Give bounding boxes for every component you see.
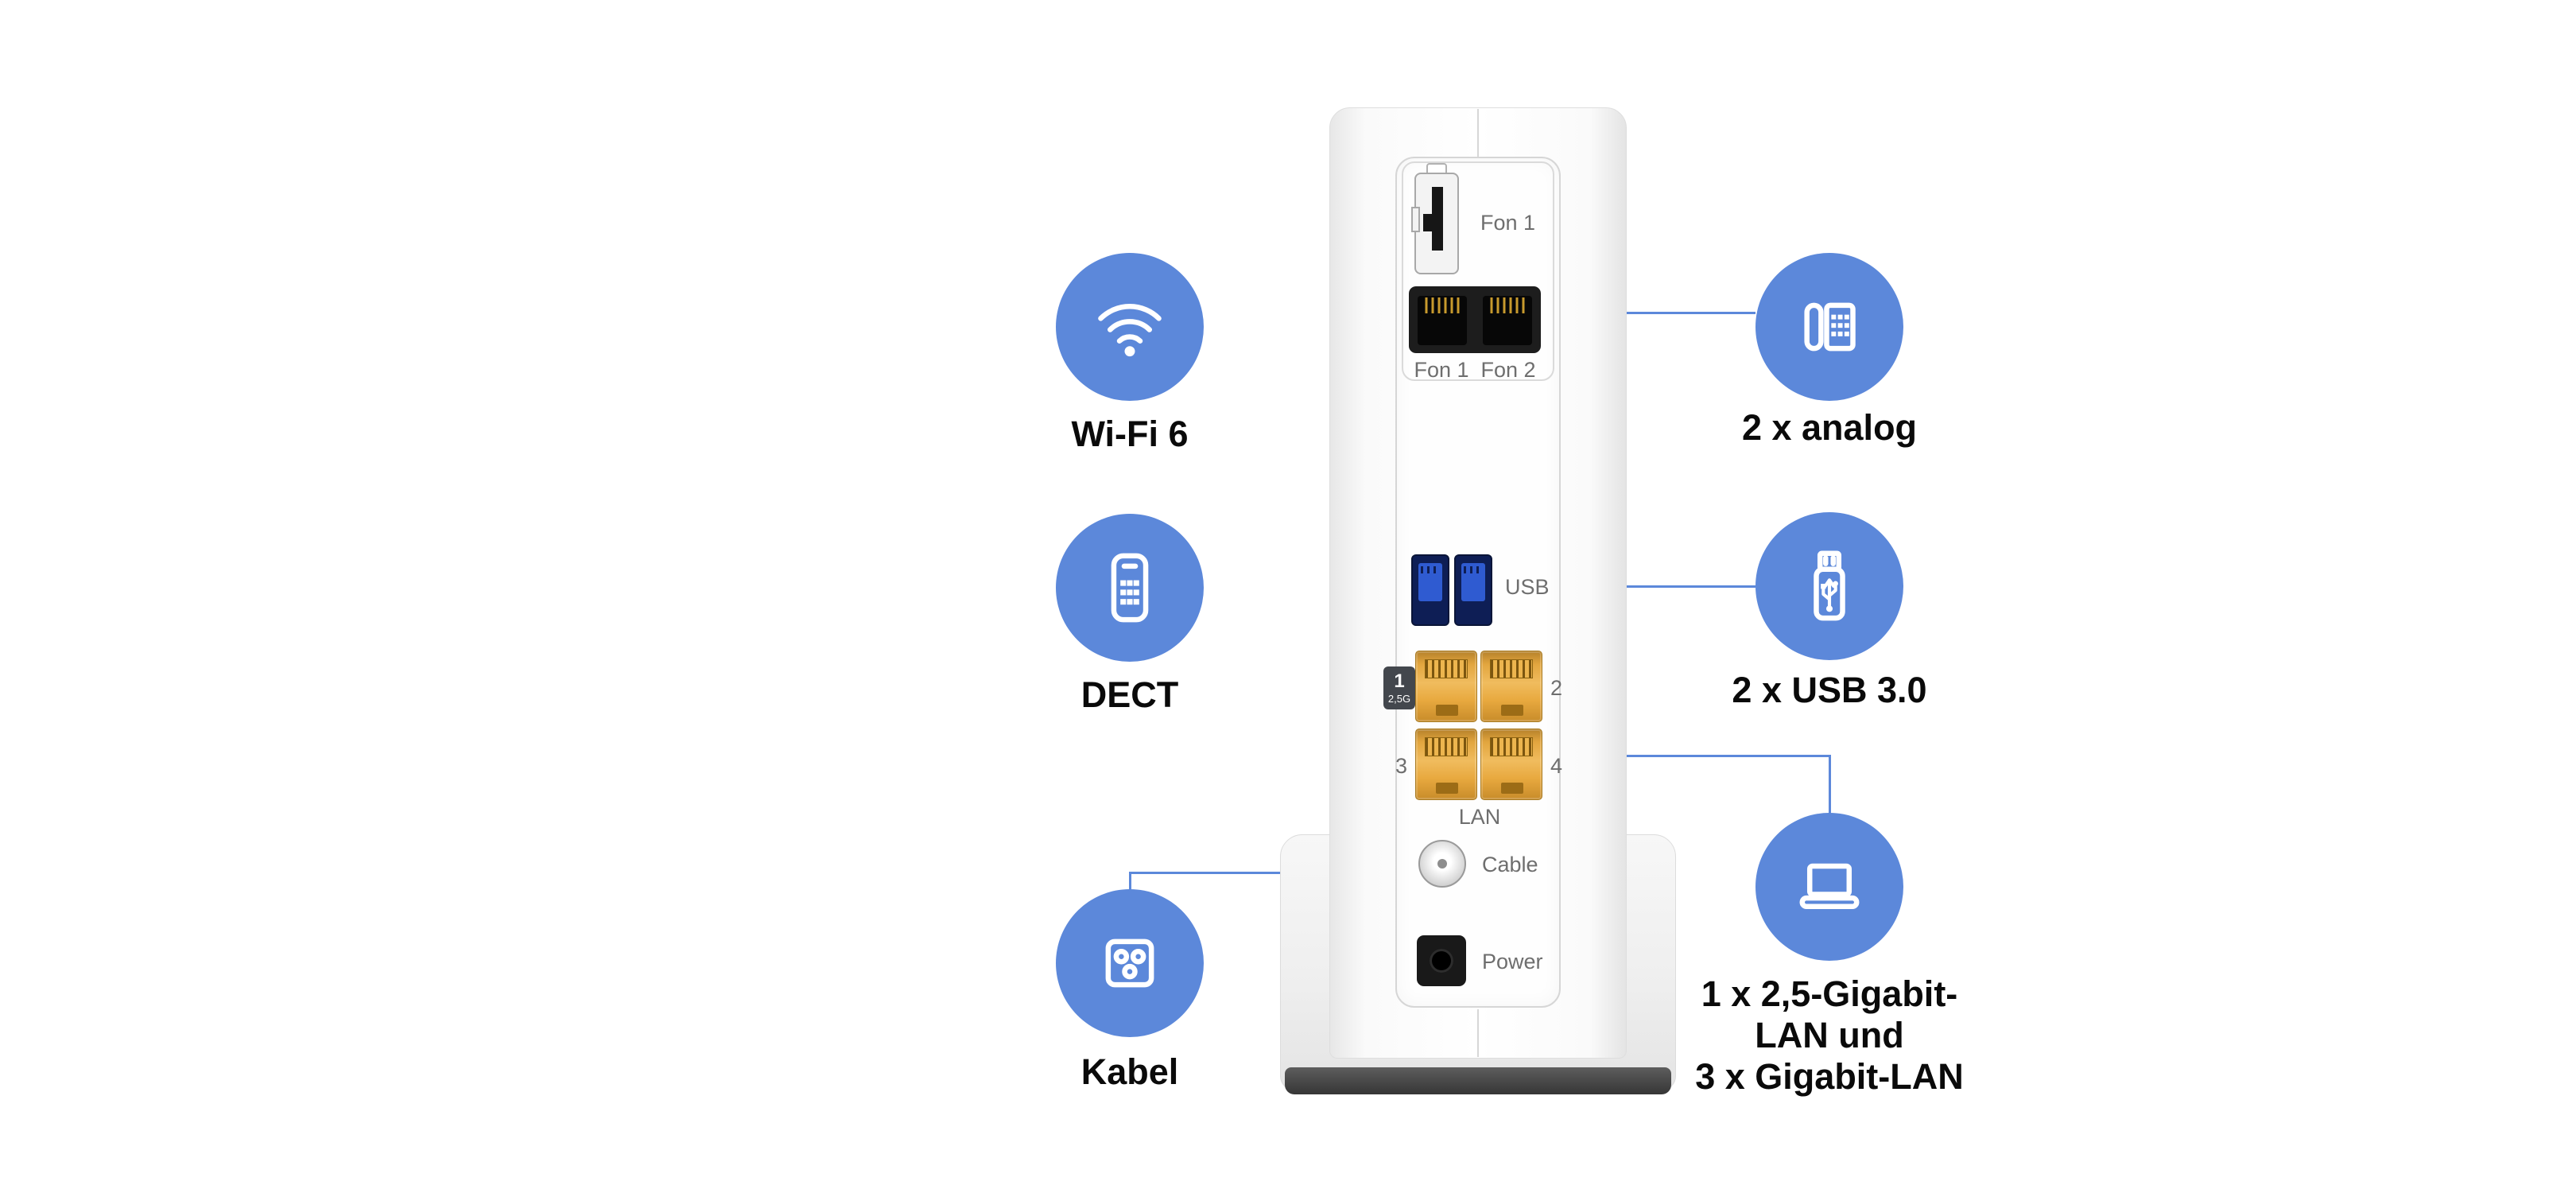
callout-circle-dect <box>1056 514 1204 662</box>
usb-port-1-contacts <box>1421 566 1440 573</box>
lan2-port-label: 2 <box>1550 676 1563 700</box>
cable-connector <box>1418 840 1466 888</box>
lan-badge-speed: 2,5G <box>1387 693 1411 705</box>
usb-port-1 <box>1411 554 1449 626</box>
analog-callout-label: 2 x analog <box>1741 407 1918 448</box>
tae-plug <box>1411 163 1459 274</box>
lan-callout-line1: 1 x 2,5-Gigabit- <box>1701 973 1958 1014</box>
connector-line-kabel-vertical <box>1129 872 1131 891</box>
callout-circle-kabel <box>1056 889 1204 1037</box>
fon2-port-label: Fon 2 <box>1480 358 1536 382</box>
router-stand-foot <box>1285 1067 1671 1094</box>
dect-phone-icon <box>1111 553 1149 623</box>
connector-line-analog <box>1627 312 1755 314</box>
fon1-port-label: Fon 1 <box>1414 358 1469 382</box>
router-seam-bottom <box>1477 1009 1479 1057</box>
lan-port-3 <box>1415 729 1477 800</box>
lan-port-2 <box>1480 651 1542 722</box>
lan-port-1 <box>1415 651 1477 722</box>
usb-callout-label: 2 x USB 3.0 <box>1732 670 1927 710</box>
callout-circle-analog <box>1755 253 1903 401</box>
usb-stick-icon <box>1814 550 1845 621</box>
callout-circle-usb <box>1755 512 1903 660</box>
usb-port-2-contacts <box>1464 566 1483 573</box>
callout-circle-lan <box>1755 813 1903 961</box>
fon-ports <box>1409 286 1541 353</box>
lan-port-4-latch <box>1501 783 1523 794</box>
lan-port-2-pins <box>1490 659 1533 678</box>
kabel-callout-label: Kabel <box>1080 1051 1179 1092</box>
lan-callout-label: 1 x 2,5-Gigabit- LAN und 3 x Gigabit-LAN <box>1695 973 1964 1098</box>
cable-port-label: Cable <box>1482 853 1538 876</box>
connector-line-kabel-horizontal <box>1129 872 1310 874</box>
lan-port-1-latch <box>1436 705 1458 716</box>
tae-port-label: Fon 1 <box>1480 211 1536 235</box>
lan-port-4 <box>1480 729 1542 800</box>
lan-port-3-latch <box>1436 783 1458 794</box>
lan-port-3-pins <box>1425 737 1468 756</box>
lan3-port-label: 3 <box>1395 754 1407 778</box>
lan-badge-number: 1 <box>1394 670 1405 692</box>
fon-section-outline <box>1402 161 1554 381</box>
usb-port-label: USB <box>1505 575 1550 599</box>
connector-line-lan-vertical <box>1829 755 1831 814</box>
lan-port-1-pins <box>1425 659 1468 678</box>
dect-callout-label: DECT <box>1080 674 1179 715</box>
wifi-icon <box>1098 304 1162 357</box>
lan-callout-line3: 3 x Gigabit-LAN <box>1695 1056 1964 1097</box>
router-seam-top <box>1477 109 1479 157</box>
laptop-icon <box>1799 863 1860 910</box>
connector-line-usb <box>1627 585 1755 588</box>
lan4-port-label: 4 <box>1550 754 1563 778</box>
power-port-label: Power <box>1482 950 1543 973</box>
lan-port-2-latch <box>1501 705 1523 716</box>
lan-port-4-pins <box>1490 737 1533 756</box>
analog-phone-icon <box>1804 302 1856 352</box>
callout-circle-wifi <box>1056 253 1204 401</box>
lan-callout-line2: LAN und <box>1755 1015 1904 1055</box>
wifi-callout-label: Wi-Fi 6 <box>1071 414 1189 454</box>
connector-line-lan-horizontal <box>1627 755 1831 757</box>
lan-group-label: LAN <box>1458 805 1501 829</box>
power-jack <box>1417 935 1466 986</box>
usb-port-2 <box>1454 554 1492 626</box>
cable-socket-icon <box>1105 938 1154 988</box>
lan1-speed-badge: 1 2,5G <box>1383 666 1415 709</box>
